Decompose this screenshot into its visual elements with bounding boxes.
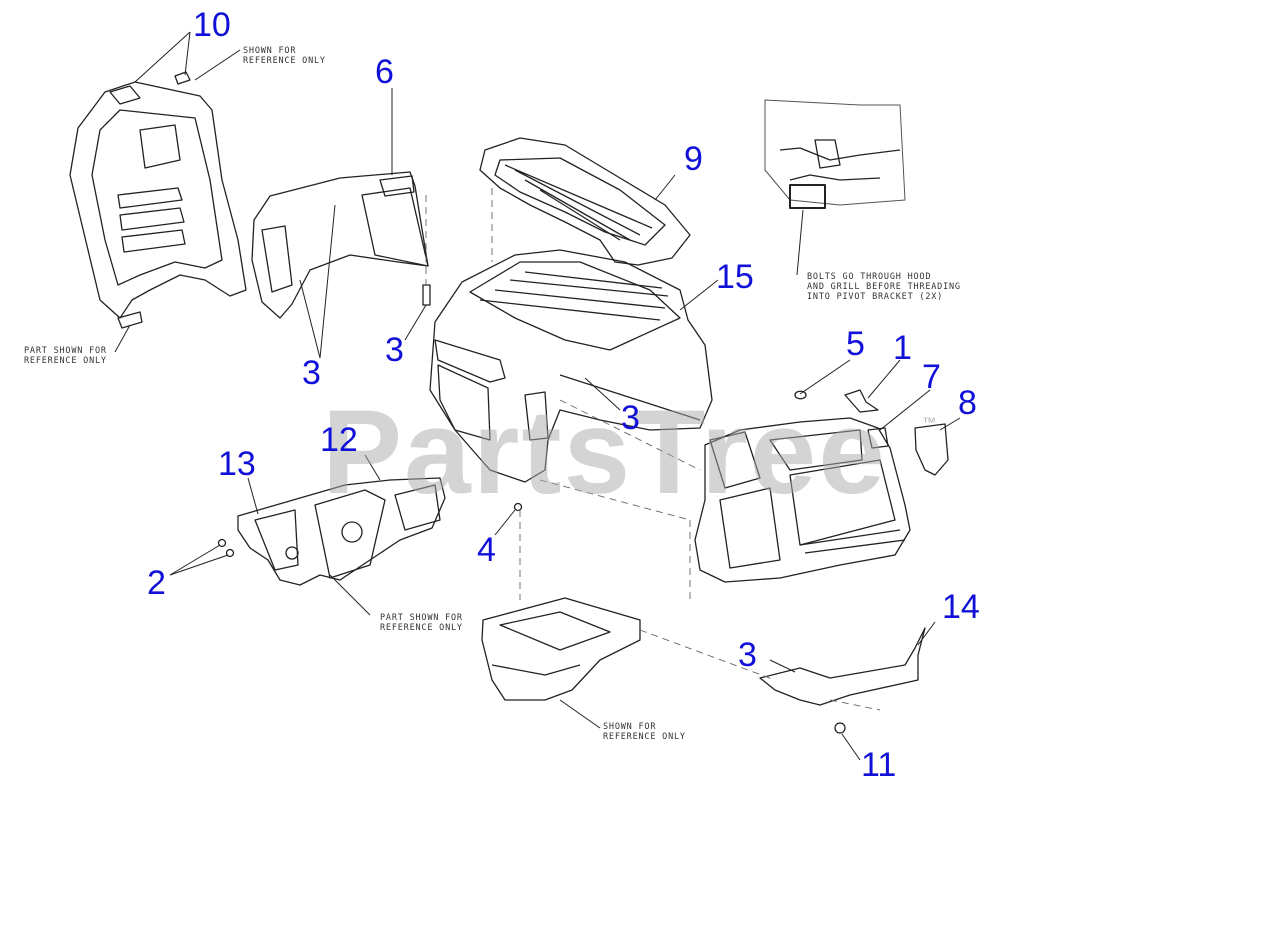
note-left-reference: PART SHOWN FOR REFERENCE ONLY [24,346,107,366]
note-top-reference: SHOWN FOR REFERENCE ONLY [243,46,326,66]
callout-14: 14 [942,588,980,626]
callout-3-hood: 3 [621,399,640,437]
part-front-grille-1 [694,389,949,583]
callout-4: 4 [477,531,496,569]
note-bottom-reference: SHOWN FOR REFERENCE ONLY [603,722,686,742]
part-hood-grille-9 [479,137,691,266]
callout-3-bracket: 3 [738,636,757,674]
callout-15: 15 [716,258,754,296]
callout-6: 6 [375,53,394,91]
leader-lines [114,31,961,761]
callout-3-left: 3 [302,354,321,392]
callout-3-center: 3 [385,331,404,369]
callout-13: 13 [218,445,256,483]
callout-9: 9 [684,140,703,178]
callout-8: 8 [958,384,977,422]
part-bracket-14 [759,627,926,706]
part-side-panel-6 [251,171,429,319]
part-screw-3 [422,284,431,306]
watermark-trademark: ™ [922,414,936,430]
callout-7: 7 [922,358,941,396]
note-bracket-reference: PART SHOWN FOR REFERENCE ONLY [380,613,463,633]
part-nut-4 [513,502,523,512]
part-rear-panel-10 [69,71,247,329]
callout-1: 1 [893,329,912,367]
inset-detail [764,99,906,209]
callout-11: 11 [861,746,897,784]
callout-10: 10 [193,6,231,44]
part-reference-tray [481,597,641,701]
callout-2: 2 [147,564,166,602]
watermark-brand: PartsTree [322,385,888,519]
part-hood-15 [429,249,713,483]
part-pivot-bracket-12 [237,477,446,586]
note-bolts: BOLTS GO THROUGH HOOD AND GRILL BEFORE T… [807,272,961,302]
assembly-lines [425,188,881,711]
part-bolts-2 [217,538,235,558]
part-nut-11 [834,722,846,734]
callout-12: 12 [320,421,358,459]
callout-5: 5 [846,325,865,363]
